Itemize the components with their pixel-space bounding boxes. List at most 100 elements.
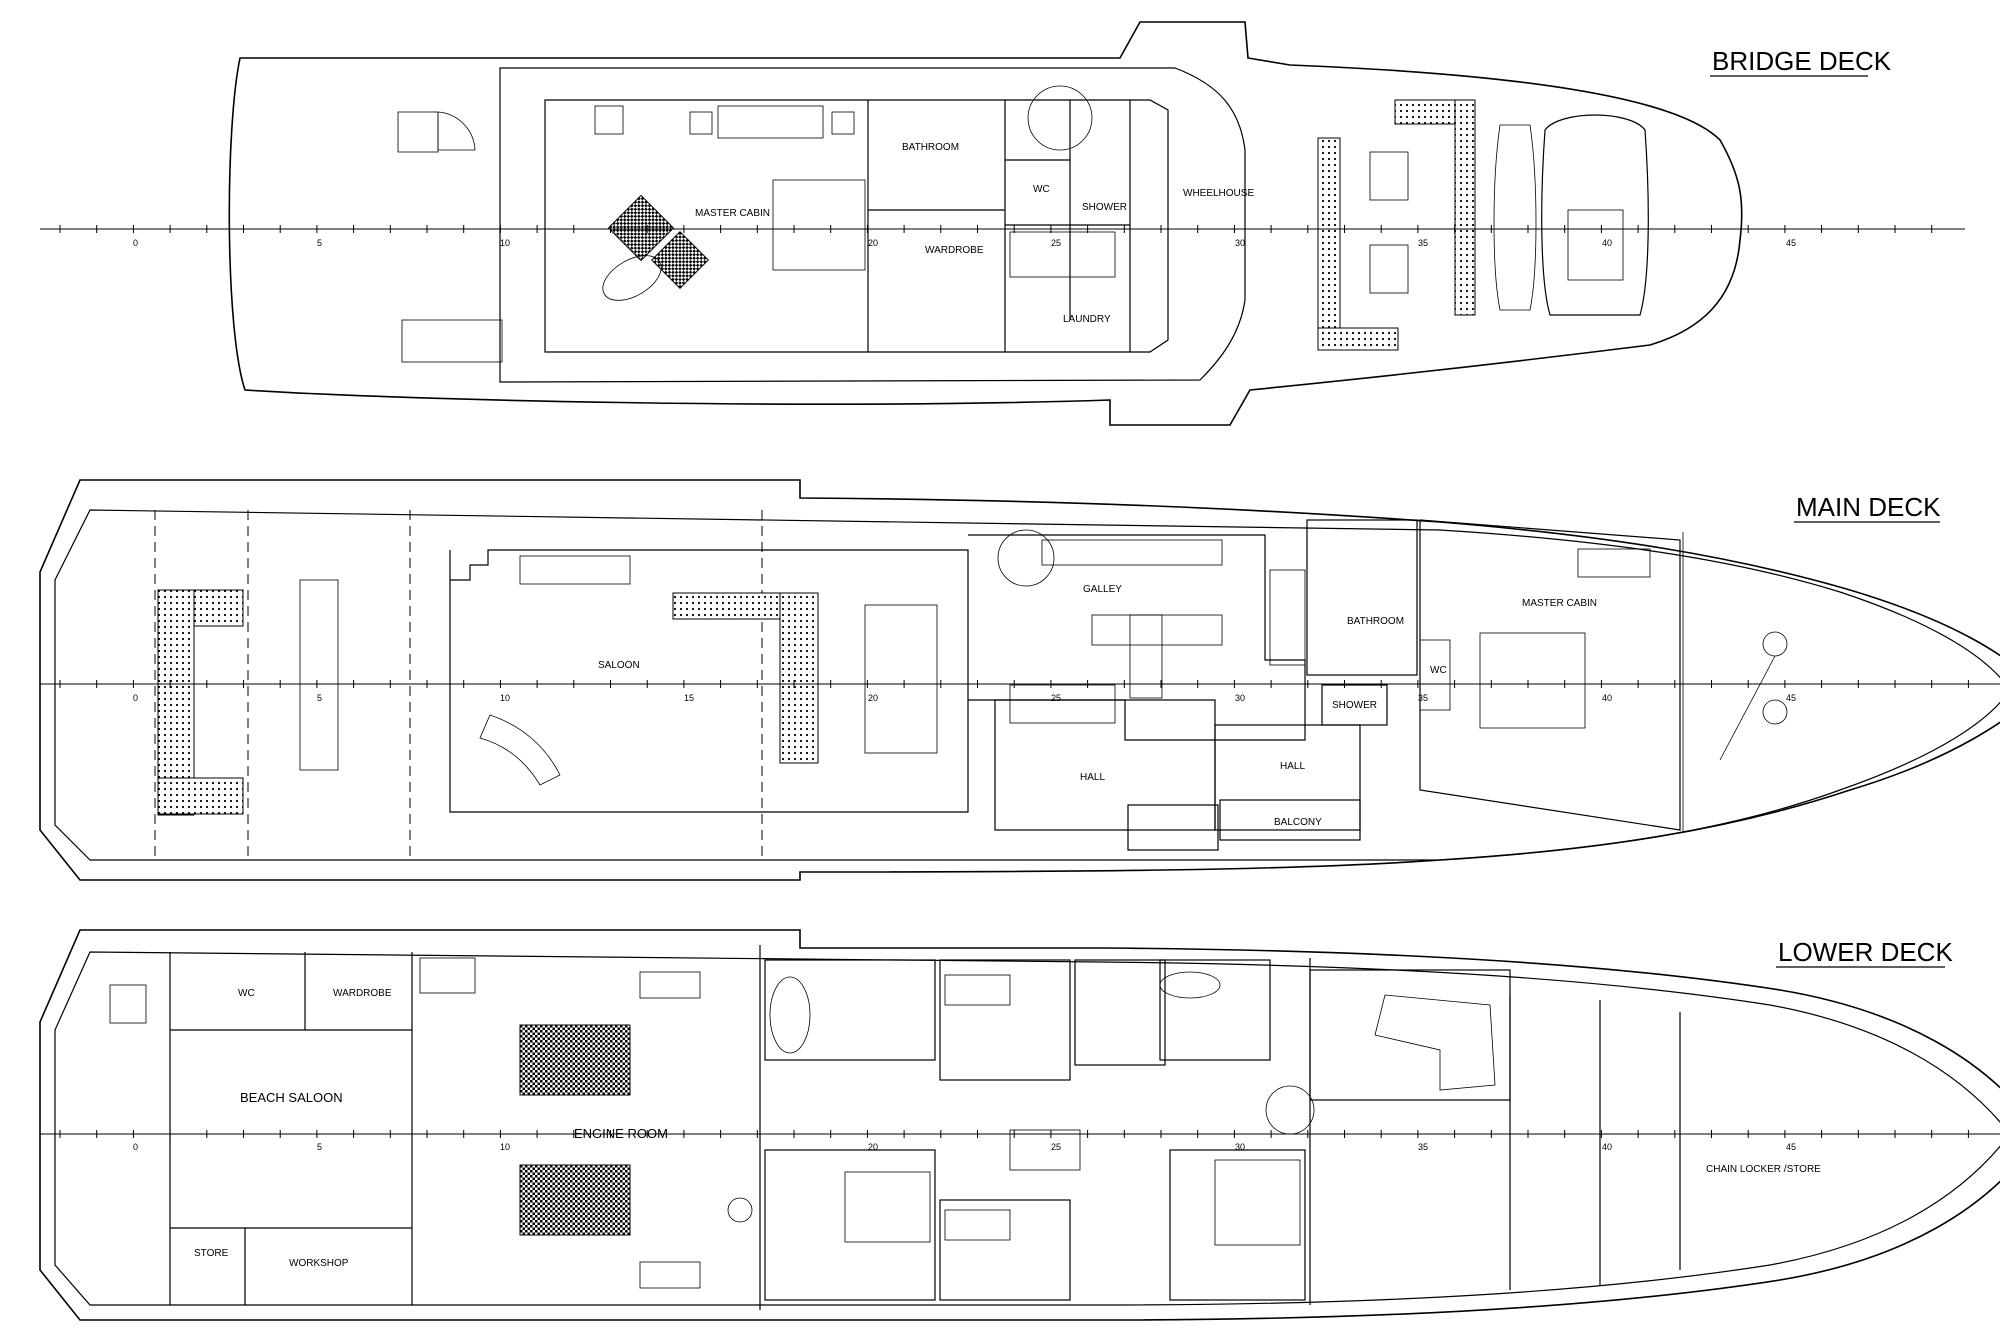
- lower-aft-stair: [109, 984, 147, 1024]
- main-master-cabin-wall: [1419, 519, 1681, 831]
- main-hall-room: [1214, 724, 1361, 831]
- bridge-scale-label: 25: [1051, 238, 1061, 248]
- bridge-side-stair: [401, 319, 503, 363]
- main-galley-island: [1091, 614, 1223, 646]
- bridge-scale-label: 30: [1235, 238, 1245, 248]
- lower-crew-area: [1309, 969, 1511, 1101]
- bridge-room-bathroom: BATHROOM: [902, 142, 959, 153]
- lower-scale-label: 45: [1786, 1142, 1796, 1152]
- main-saloon-curved-sofa: [479, 714, 561, 786]
- bridge-tender: [1541, 114, 1649, 316]
- lower-deck-title: LOWER DECK: [1778, 937, 1953, 967]
- lower-cabin: [1159, 959, 1271, 1061]
- bridge-nightstand: [689, 111, 713, 135]
- lower-room-beach-saloon: BEACH SALOON: [240, 1090, 343, 1105]
- bridge-room-wc: WC: [1033, 184, 1050, 195]
- lower-bed: [844, 1171, 931, 1243]
- bridge-scale-label: 40: [1602, 238, 1612, 248]
- main-scale-label: 45: [1786, 693, 1796, 703]
- lower-scale-label: 30: [1235, 1142, 1245, 1152]
- main-room-galley: GALLEY: [1083, 584, 1122, 595]
- main-galley-wall: [968, 534, 1306, 741]
- bridge-deck: BRIDGE DECK: [40, 21, 1965, 426]
- main-shower-room: [1321, 684, 1388, 726]
- bridge-inner-wall: [544, 99, 1169, 353]
- bridge-sunpad: [1317, 137, 1341, 349]
- lower-scale-label: 0: [133, 1142, 138, 1152]
- bridge-superstructure: [499, 67, 1246, 383]
- lower-spiral-stair: [1265, 1085, 1315, 1135]
- lower-scale-label: 40: [1602, 1142, 1612, 1152]
- lower-room-wc: WC: [238, 988, 255, 999]
- bridge-scale-label: 35: [1418, 238, 1428, 248]
- lower-cabin: [764, 1149, 936, 1301]
- lower-scale-label: 20: [868, 1142, 878, 1152]
- bridge-table: [1369, 151, 1409, 201]
- bridge-scale-label: 45: [1786, 238, 1796, 248]
- main-windlass: [1762, 699, 1788, 725]
- main-scale-label: 5: [317, 693, 322, 703]
- lower-scale-label: 10: [500, 1142, 510, 1152]
- main-saloon-wall: [449, 549, 969, 813]
- main-hull-inner: [54, 509, 2000, 861]
- lower-engine: [519, 1024, 631, 1096]
- lower-cabin: [939, 1199, 1071, 1301]
- main-room-bathroom: BATHROOM: [1347, 616, 1404, 627]
- main-bathroom-room: [1306, 519, 1418, 676]
- lower-generator: [639, 1261, 701, 1289]
- lower-scale-label: 25: [1051, 1142, 1061, 1152]
- bridge-deck-title: BRIDGE DECK: [1712, 46, 1892, 76]
- main-aft-sofa: [157, 777, 244, 815]
- main-spiral-stair: [997, 529, 1055, 587]
- main-master-sofa: [1577, 548, 1651, 578]
- main-balcony-room: [1219, 799, 1361, 841]
- lower-room-store: STORE: [194, 1248, 229, 1259]
- main-scale-label: 40: [1602, 693, 1612, 703]
- lower-bed: [944, 1209, 1011, 1241]
- main-scale-label: 25: [1051, 693, 1061, 703]
- bridge-sunpad: [1317, 327, 1399, 351]
- main-wc-room: [1127, 804, 1219, 851]
- main-anchor-chain: [1719, 655, 1776, 761]
- bridge-game-table: [607, 194, 675, 262]
- bridge-room-laundry: LAUNDRY: [1063, 314, 1111, 325]
- lower-bathtub: [769, 976, 811, 1054]
- main-aft-table: [299, 579, 339, 771]
- bridge-room-wardrobe: WARDROBE: [925, 245, 984, 256]
- lower-room-wardrobe: WARDROBE: [333, 988, 392, 999]
- lower-bathtub: [1159, 971, 1221, 999]
- bridge-aft-stair-curve: [437, 111, 476, 151]
- lower-scale-ticks: [59, 1130, 1969, 1138]
- main-hull-outline: [39, 479, 2000, 881]
- bridge-hull-outline: [228, 21, 1743, 426]
- main-galley-counter: [1041, 539, 1223, 566]
- bridge-room-master-cabin: MASTER CABIN: [695, 208, 770, 219]
- main-room-shower: SHOWER: [1332, 700, 1377, 711]
- bridge-room-shower: SHOWER: [1082, 202, 1127, 213]
- bridge-sunpad: [1454, 99, 1476, 316]
- lower-cabin: [1074, 959, 1166, 1066]
- lower-hull-outline: [39, 929, 2000, 1321]
- bridge-aft-stair: [397, 111, 439, 153]
- main-scale-label: 35: [1418, 693, 1428, 703]
- lower-cabin: [939, 959, 1071, 1081]
- bridge-scale-label: 0: [133, 238, 138, 248]
- main-scale-label: 20: [868, 693, 878, 703]
- bridge-round-table: [602, 255, 662, 301]
- bridge-kayak: [1493, 124, 1537, 311]
- lower-crew-sofa: [1374, 994, 1496, 1091]
- lower-room-engine-room: ENGINE ROOM: [574, 1126, 668, 1141]
- bridge-nightstand: [831, 111, 855, 135]
- main-room-saloon: SALOON: [598, 660, 640, 671]
- bridge-scale-ticks: [59, 225, 1933, 233]
- lower-room-chain-locker: CHAIN LOCKER /STORE: [1706, 1164, 1821, 1175]
- main-forward-stair: [1009, 684, 1116, 724]
- lower-deck: LOWER DECK: [39, 929, 2000, 1321]
- lower-cabin: [1169, 1149, 1306, 1301]
- lower-scale-label: 35: [1418, 1142, 1428, 1152]
- bridge-room-wheelhouse: WHEELHOUSE: [1183, 188, 1254, 199]
- bridge-game-table: [651, 231, 709, 289]
- main-saloon-sofa: [519, 555, 631, 585]
- main-master-bed: [1479, 632, 1586, 729]
